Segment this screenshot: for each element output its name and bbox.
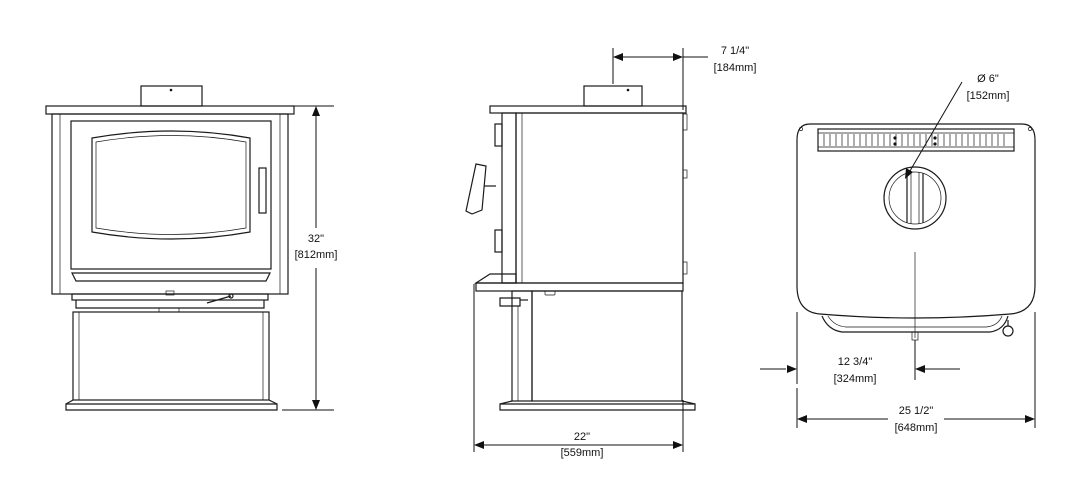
front-base — [65, 403, 278, 411]
front-body — [51, 113, 289, 295]
depth-imperial-label: 22" — [574, 431, 590, 443]
flue-diameter-imperial-label: Ø 6" — [977, 73, 999, 85]
height-metric-label: [812mm] — [295, 249, 338, 261]
side-air-control — [499, 297, 521, 307]
side-pedestal-front — [511, 290, 533, 402]
width-imperial-label: 25 1/2" — [899, 405, 934, 417]
height-imperial-label: 32" — [308, 233, 324, 245]
side-base — [499, 403, 696, 411]
front-air-lever — [206, 295, 232, 304]
flue-setback-imperial-label: 7 1/4" — [721, 45, 749, 57]
side-door-handle — [465, 163, 487, 215]
front-pedestal — [72, 311, 270, 401]
depth-metric-label: [559mm] — [561, 447, 604, 459]
side-view — [465, 85, 696, 411]
front-ash-lip — [71, 272, 271, 282]
front-top-plate — [45, 105, 295, 115]
side-flue-collar — [583, 85, 643, 107]
top-view — [796, 123, 1036, 341]
width-dimension: 25 1/2" [648mm] — [796, 312, 1036, 434]
flue-diameter-leader: Ø 6" [152mm] — [905, 73, 1009, 179]
side-body — [515, 112, 684, 284]
top-grille — [817, 128, 1015, 152]
top-outline — [796, 123, 1036, 319]
front-door-frame — [70, 120, 272, 270]
flue-setback-dimension: 7 1/4" [184mm] — [612, 45, 757, 110]
side-pedestal — [531, 290, 683, 402]
height-dimension: 32" [812mm] — [282, 105, 338, 411]
flue-offset-imperial-label: 12 3/4" — [838, 356, 873, 368]
top-flue-outlet — [883, 166, 947, 230]
flue-diameter-metric-label: [152mm] — [967, 90, 1010, 102]
front-flue-screw — [169, 88, 173, 92]
flue-setback-metric-label: [184mm] — [714, 62, 757, 74]
front-door-handle — [258, 167, 267, 214]
side-plinth — [475, 282, 684, 292]
width-metric-label: [648mm] — [895, 422, 938, 434]
top-handle-knob — [1002, 325, 1014, 337]
front-view — [45, 85, 295, 411]
depth-dimension: 22" [559mm] — [473, 284, 684, 459]
flue-offset-dimension: 12 3/4" [324mm] — [760, 312, 960, 385]
front-door-glass — [91, 130, 251, 240]
front-plinth — [71, 293, 269, 301]
side-door-edge — [501, 112, 517, 284]
flue-offset-metric-label: [324mm] — [834, 373, 877, 385]
side-top-plate — [489, 105, 687, 114]
